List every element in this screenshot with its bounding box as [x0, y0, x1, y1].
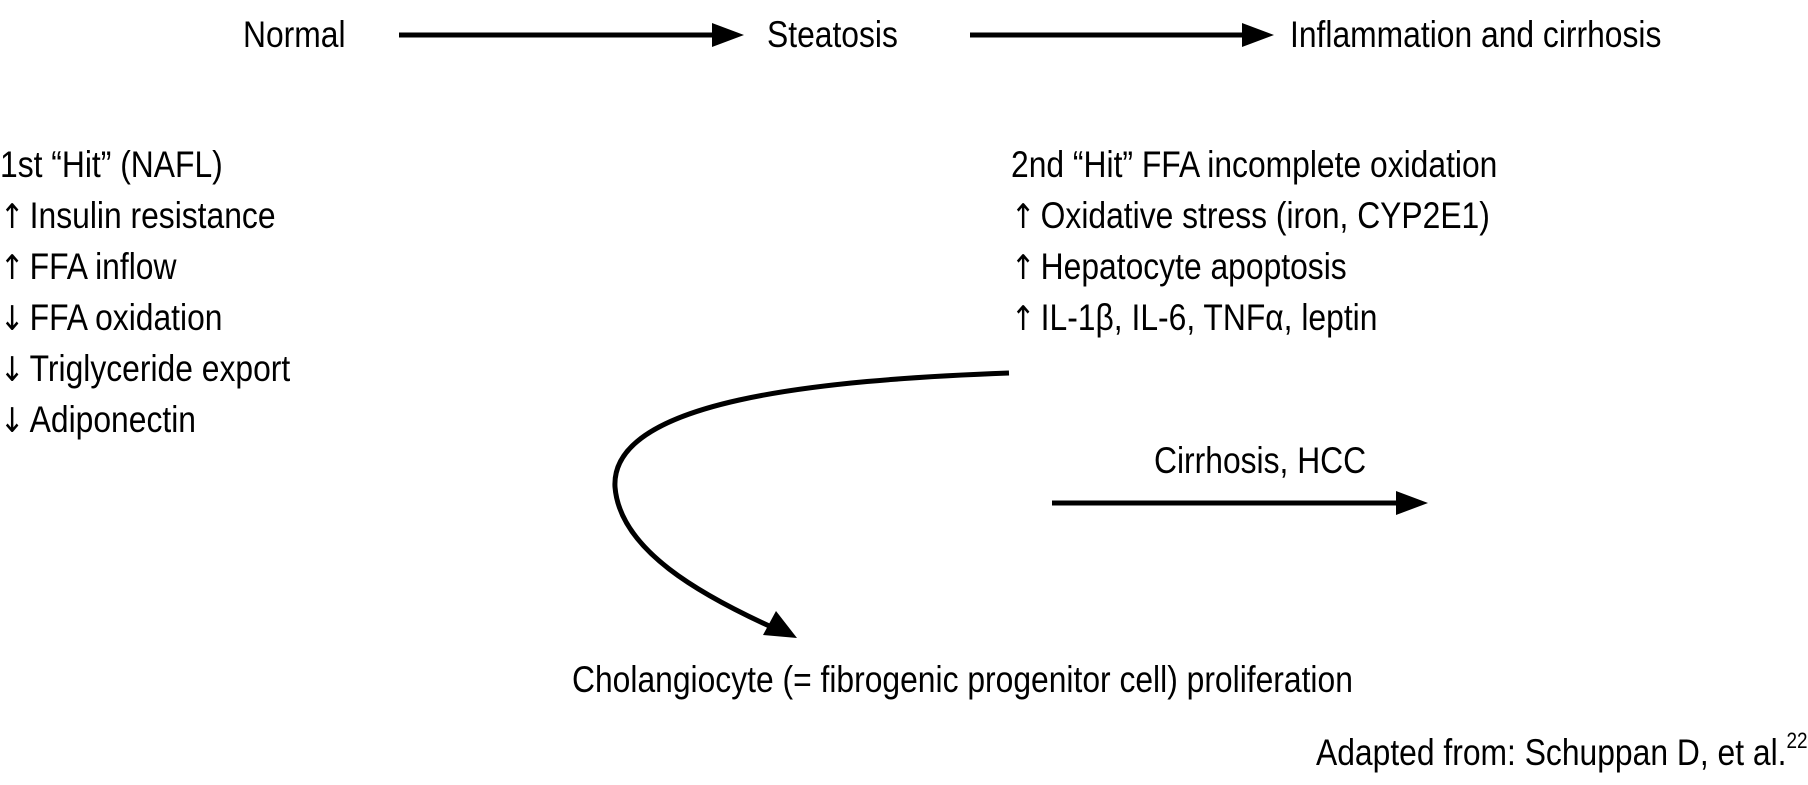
list-item-label: Insulin resistance	[29, 195, 276, 236]
citation-text: Adapted from: Schuppan D, et al.	[1316, 732, 1787, 773]
down-arrow-icon: ↓	[0, 350, 25, 390]
citation: Adapted from: Schuppan D, et al.22	[1316, 730, 1808, 773]
up-arrow-icon: ↑	[1011, 248, 1036, 288]
second-hit-heading: 2nd “Hit” FFA incomplete oxidation	[1011, 144, 1498, 185]
arrow-normal-to-steatosis	[399, 23, 744, 47]
list-item-label: FFA inflow	[29, 246, 177, 287]
list-item: ↑Hepatocyte apoptosis	[1011, 248, 1347, 285]
down-arrow-icon: ↓	[0, 401, 25, 441]
first-hit-heading: 1st “Hit” (NAFL)	[0, 144, 223, 185]
citation-reference: 22	[1786, 728, 1808, 753]
list-item-label: Triglyceride export	[29, 348, 291, 389]
arrow-to-cirrhosis-hcc	[1052, 491, 1428, 515]
arrow-steatosis-to-inflammation	[970, 23, 1274, 47]
stage-steatosis: Steatosis	[767, 14, 898, 55]
cirrhosis-hcc-label: Cirrhosis, HCC	[1154, 440, 1367, 481]
list-item-label: FFA oxidation	[29, 297, 223, 338]
list-item: ↑FFA inflow	[0, 248, 176, 285]
cholangiocyte-label: Cholangiocyte (= fibrogenic progenitor c…	[572, 659, 1353, 700]
up-arrow-icon: ↑	[1011, 197, 1036, 237]
list-item-label: Hepatocyte apoptosis	[1040, 246, 1347, 287]
stage-normal: Normal	[243, 14, 346, 55]
up-arrow-icon: ↑	[1011, 299, 1036, 339]
list-item: ↑Insulin resistance	[0, 197, 276, 234]
list-item-label: Oxidative stress (iron, CYP2E1)	[1040, 195, 1490, 236]
stage-inflammation-cirrhosis: Inflammation and cirrhosis	[1290, 14, 1662, 55]
up-arrow-icon: ↑	[0, 248, 25, 288]
list-item: ↑Oxidative stress (iron, CYP2E1)	[1011, 197, 1490, 234]
down-arrow-icon: ↓	[0, 299, 25, 339]
curved-arrow-to-cholangiocyte	[612, 370, 1010, 638]
up-arrow-icon: ↑	[0, 197, 25, 237]
list-item-label: Adiponectin	[29, 399, 196, 440]
list-item: ↓Triglyceride export	[0, 350, 290, 387]
list-item-label: IL-1β, IL-6, TNFα, leptin	[1040, 297, 1378, 338]
list-item: ↓FFA oxidation	[0, 299, 222, 336]
list-item: ↑IL-1β, IL-6, TNFα, leptin	[1011, 299, 1377, 336]
list-item: ↓Adiponectin	[0, 401, 196, 438]
